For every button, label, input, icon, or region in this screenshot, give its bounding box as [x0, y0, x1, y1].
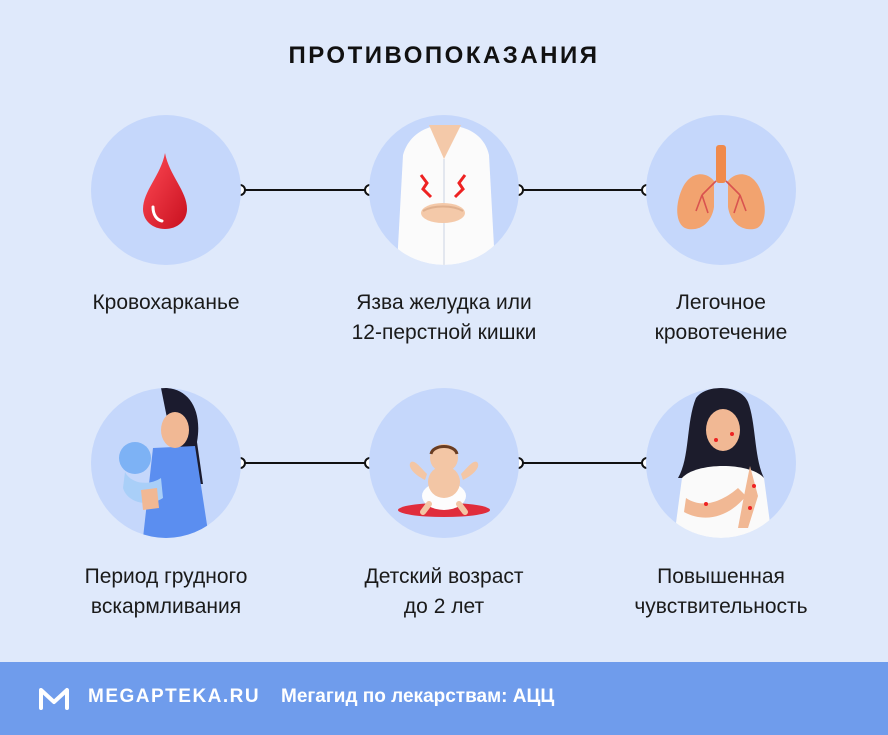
- label-item-1: Кровохарканье: [92, 291, 240, 314]
- allergy-icon: [674, 388, 772, 538]
- label-item-3: Легочное кровотечение: [654, 291, 788, 344]
- label-item-6: Повышенная чувствительность: [634, 565, 808, 618]
- brand-link[interactable]: MEGAPTEKA.RU: [88, 686, 261, 707]
- circle-breastfeeding: [91, 388, 241, 538]
- lungs-icon: [677, 145, 765, 230]
- stomach-pain-icon: [397, 125, 495, 265]
- blood-drop-icon: [143, 153, 187, 229]
- footer-bar: MEGAPTEKA.RU Мегагид по лекарствам: АЦЦ: [0, 662, 888, 735]
- breastfeeding-icon: [119, 388, 209, 538]
- megapteka-logo-icon: [39, 688, 69, 710]
- label-item-2: Язва желудка или 12-перстной кишки: [351, 291, 537, 344]
- page-title: ПРОТИВОПОКАЗАНИЯ: [288, 42, 600, 69]
- label-item-4: Период грудного вскармливания: [84, 565, 248, 618]
- circle-allergy: [646, 388, 796, 538]
- baby-icon: [398, 444, 490, 517]
- circle-lungs: [646, 115, 796, 265]
- label-item-5: Детский возраст до 2 лет: [364, 565, 524, 618]
- circle-baby: [369, 388, 519, 538]
- circle-blood: [91, 115, 241, 265]
- footer-tagline: Мегагид по лекарствам: АЦЦ: [281, 686, 555, 707]
- circle-stomach: [369, 115, 519, 265]
